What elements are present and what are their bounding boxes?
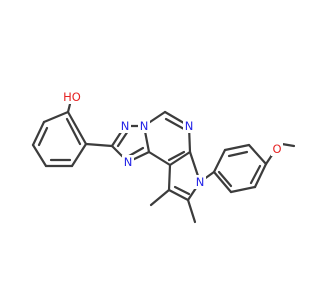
anisole-bond-4 [253,162,268,189]
pyrimidine-double-2 [167,150,186,162]
triazole-double-1 [116,129,130,148]
anisole-bond-1 [212,148,227,174]
triazole-double-2 [127,146,145,158]
anisole-bond-6 [212,170,233,194]
anisole-bond-3 [247,143,268,166]
atom-labels: HO N N N N N O [62,90,283,189]
pyrrole-n-label: N [196,175,205,189]
methoxy-o-label: O [272,142,281,156]
anisole-double-1 [227,150,249,158]
triazole-n3-bg [122,155,134,169]
pyrrole-bond-1 [167,163,172,192]
bonds [31,102,296,224]
triazole-n2-bg [138,119,150,133]
anisole-bond-5 [229,185,257,194]
anisole-bond-2 [223,143,251,152]
hydroxyl-label: HO [63,90,81,104]
methyl-bond-1 [149,188,171,207]
pyrimidine-bond-4 [168,150,192,167]
pyrrole-n-bg [194,175,206,189]
triazole-n3-label: N [124,155,133,169]
anisole-double-3 [217,170,233,188]
phenol-bond-5 [70,142,88,168]
phenol-bond-1 [42,110,70,124]
triazole-n1-label: N [121,119,130,133]
phenol-double-3 [65,117,82,146]
triazole-n1-bg [119,119,131,133]
phenol-bond-6 [66,110,88,146]
methoxy-c-bond [280,142,296,148]
methyl-bond-2 [186,198,197,224]
hydroxyl-bond [66,102,72,114]
aryl-triazole-bond [84,142,114,148]
phenol-bond-2 [31,120,46,147]
pyrimidine-double-1 [164,117,186,131]
pyrimidine-bond-5 [147,150,172,167]
pyrimidine-n-bg [183,119,195,133]
methoxy-o-bond [264,153,274,166]
anisole-double-2 [249,164,262,185]
phenol-bond-3 [31,143,48,168]
chemical-structure-diagram: HO N N N N N O [31,90,296,224]
hydroxyl-label-bg [62,90,82,104]
triazole-n2-label: N [140,119,149,133]
pyrrole-bond-2 [167,188,190,202]
phenol-double-1 [37,126,49,147]
pyrimidine-n-label: N [185,119,194,133]
methoxy-o-bg [271,142,283,156]
pyrrole-double-1 [173,185,191,196]
